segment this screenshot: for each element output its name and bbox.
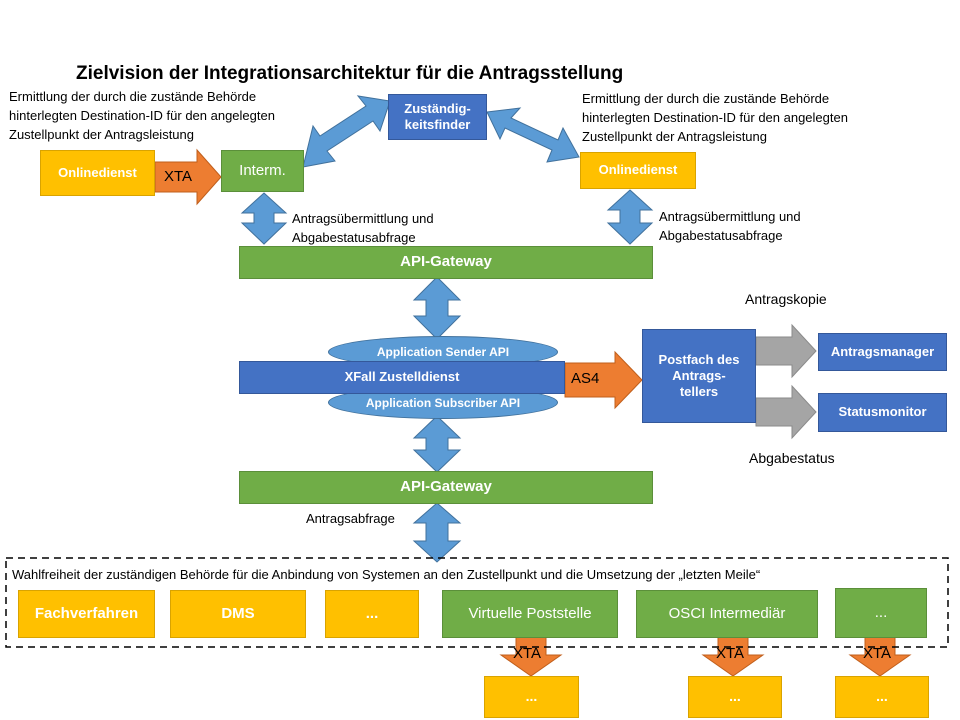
interm-box: Interm. [221,150,304,192]
vertical-arrow-right [606,189,654,245]
zustaendigkeitsfinder-line-2: keitsfinder [404,117,471,132]
xta-label-top: XTA [164,168,193,185]
system-virtuelle-poststelle: Virtuelle Poststelle [442,590,618,638]
zustaendigkeitsfinder-line-1: Zuständig- [404,100,471,116]
vertical-arrow-left [240,192,288,245]
zustaendigkeitsfinder-box: Zuständig- keitsfinder [388,94,487,140]
postfach-line-1: Postfach des [658,351,740,367]
system-osci-intermediaer: OSCI Intermediär [636,590,818,638]
xta-arrow-down-1 [499,635,563,677]
system-fachverfahren: Fachverfahren [18,590,155,638]
xta-label-2: XTA [716,645,745,662]
onlinedienst-left-box: Onlinedienst [40,150,155,196]
xta-arrow-down-3 [848,635,912,677]
bottom-target-3: ... [835,676,929,718]
system-dms: DMS [170,590,306,638]
statusmonitor-box: Statusmonitor [818,393,947,432]
postfach-line-3: tellers [679,384,719,400]
double-arrow-left-finder [302,95,391,168]
xta-label-3: XTA [863,645,892,662]
dashed-container [5,557,949,648]
antragsabfrage-label: Antragsabfrage [306,511,395,526]
gray-arrow-statusmonitor [755,384,817,440]
diagram-title: Zielvision der Integrationsarchitektur f… [76,63,624,84]
xta-label-1: XTA [513,645,542,662]
antragsmanager-box: Antragsmanager [818,333,947,371]
gray-arrow-antragsmanager [755,323,817,379]
bottom-target-2: ... [688,676,782,718]
onlinedienst-right-box: Onlinedienst [580,152,696,189]
wahlfreiheit-text: Wahlfreiheit der zuständigen Behörde für… [12,567,761,582]
xta-arrow-top [154,148,222,206]
api-gateway-bottom: API-Gateway [239,471,653,504]
postfach-line-2: Antrags- [672,367,726,383]
postfach-box: Postfach des Antrags- tellers [642,329,756,423]
system-placeholder-yellow: ... [325,590,419,638]
double-arrow-finder-right [486,107,580,163]
abgabestatus-label: Abgabestatus [749,450,835,466]
as4-arrow [564,350,643,410]
bottom-target-1: ... [484,676,579,718]
xfall-zustelldienst-box: XFall Zustelldienst [239,361,565,394]
vertical-arrow-center-top [412,276,462,340]
api-gateway-top: API-Gateway [239,246,653,279]
vertical-arrow-center-bottom [412,415,462,473]
vertical-arrow-center-lower [412,502,462,563]
system-placeholder-green: ... [835,588,927,638]
xta-arrow-down-2 [701,635,765,677]
antragskopie-label: Antragskopie [745,291,827,307]
as4-label: AS4 [571,370,600,387]
